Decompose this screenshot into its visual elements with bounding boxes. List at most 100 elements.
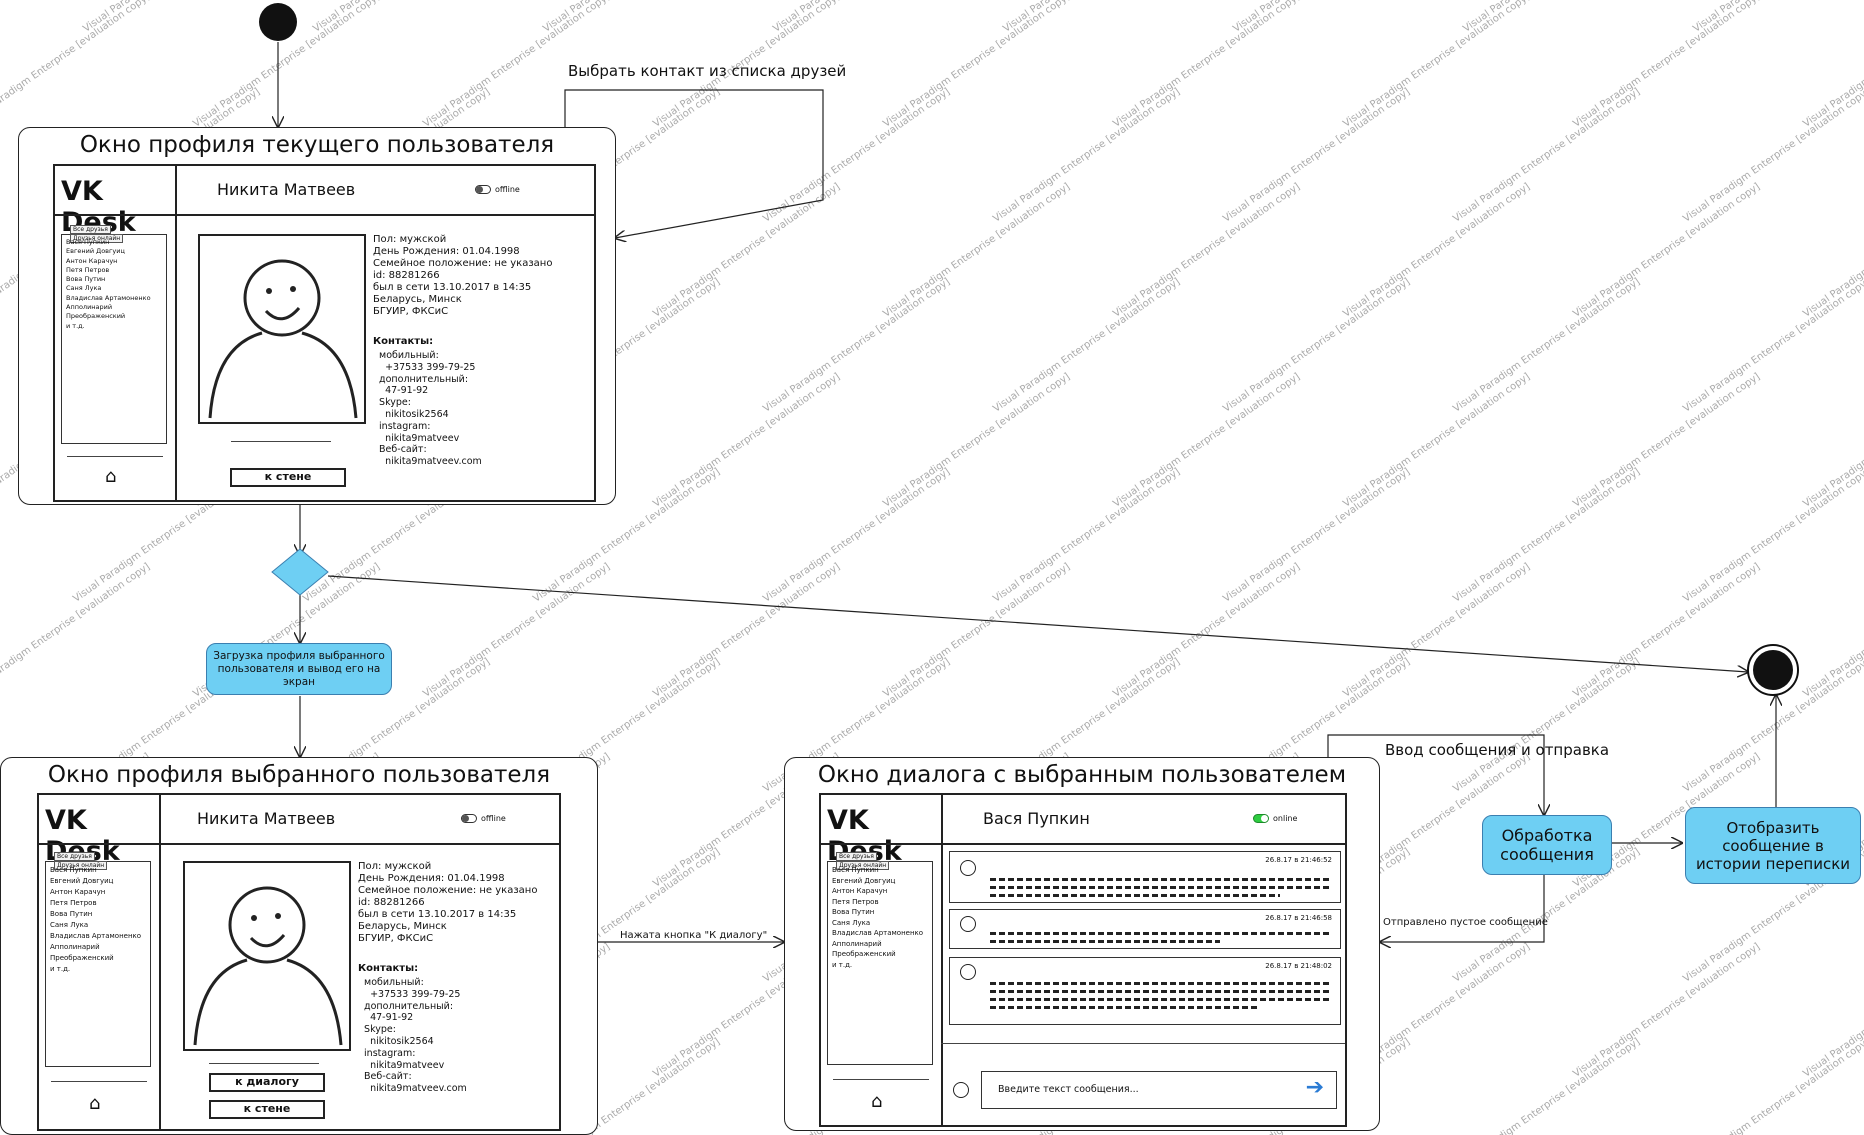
message-item: 26.8.17 в 21:48:02	[949, 957, 1341, 1025]
profile-header: Никита Матвеев offline	[175, 166, 594, 216]
app-mockup: VK Desk Все друзьяДрузья онлайн Вася Пуп…	[53, 164, 596, 502]
flow-choose-contact	[564, 89, 824, 238]
message-input[interactable]: Введите текст сообщения... ➔	[981, 1071, 1337, 1109]
status-toggle[interactable]	[461, 814, 477, 823]
friend-item[interactable]: Саня Лука	[66, 284, 102, 293]
message-input-placeholder: Введите текст сообщения...	[998, 1084, 1139, 1095]
friend-item[interactable]: Петя Петров	[66, 265, 110, 274]
friends-list[interactable]: Все друзьяДрузья онлайн Вася Пупкин Евге…	[45, 852, 151, 1067]
friend-item[interactable]: Антон Карачун	[50, 888, 106, 896]
action-show-message: Отобразить сообщение в истории переписки	[1685, 807, 1861, 884]
flow-input-message	[1327, 734, 1544, 815]
tab-all-friends[interactable]: Все друзья	[54, 852, 95, 861]
avatar-photo	[198, 234, 366, 424]
label-button-pressed: Нажата кнопка "К диалогу"	[620, 930, 768, 941]
frame-title: Окно диалога с выбранным пользователем	[817, 762, 1347, 788]
friend-item[interactable]: и т.д.	[832, 960, 853, 969]
friend-item[interactable]: Апполинарий Преображенский	[832, 939, 896, 959]
final-node-inner	[1753, 650, 1793, 690]
friend-item[interactable]: Вова Путин	[66, 275, 106, 284]
status-text: online	[1273, 814, 1298, 823]
friend-item[interactable]: Саня Лука	[50, 921, 89, 929]
friend-item[interactable]: Антон Карачун	[66, 256, 118, 265]
person-sketch-icon	[193, 886, 343, 1046]
frame-selected-profile: Окно профиля выбранного пользователя VK …	[0, 757, 598, 1135]
friend-item[interactable]: Апполинарий Преображенский	[66, 303, 126, 321]
friends-tabs[interactable]: Все друзьяДрузья онлайн	[54, 852, 150, 870]
user-avatar-icon	[960, 916, 976, 932]
friend-item[interactable]: Вася Пупкин	[50, 866, 97, 874]
friend-item[interactable]: Петя Петров	[832, 897, 879, 906]
friend-item[interactable]: Евгений Довгуиц	[50, 877, 114, 885]
contact-name: Вася Пупкин	[983, 809, 1090, 828]
friend-item[interactable]: Апполинарий Преображенский	[50, 943, 114, 962]
user-avatar-icon	[960, 860, 976, 876]
friend-item[interactable]: Владислав Артамоненко	[66, 293, 151, 302]
mock-sidebar: VK Desk Все друзьяДрузья онлайн Вася Пуп…	[55, 166, 177, 500]
friends-tabs[interactable]: Все друзьяДрузья онлайн	[836, 852, 932, 870]
tab-all-friends[interactable]: Все друзья	[70, 225, 111, 234]
status-toggle[interactable]	[475, 185, 491, 194]
tab-online-friends[interactable]: Друзья онлайн	[54, 861, 108, 870]
contacts-label: Контакты:	[373, 336, 434, 347]
friends-list[interactable]: Все друзьяДрузья онлайн Вася Пупкин Евге…	[61, 225, 167, 444]
app-mockup: VK Desk Все друзьяДрузья онлайн Вася Пуп…	[819, 793, 1347, 1127]
flow-decision-to-end	[327, 575, 1748, 672]
contacts-list: мобильный: +37533 399-79-25 дополнительн…	[379, 350, 482, 468]
friend-item[interactable]: Вова Путин	[832, 908, 875, 916]
send-arrow-icon[interactable]: ➔	[1305, 1075, 1324, 1100]
user-avatar-icon	[960, 964, 976, 980]
friend-item[interactable]: Вася Пупкин	[832, 866, 879, 874]
tab-online-friends[interactable]: Друзья онлайн	[70, 234, 124, 243]
to-wall-button[interactable]: к стене	[209, 1100, 325, 1119]
message-item: 26.8.17 в 21:46:58	[949, 909, 1341, 949]
person-sketch-icon	[208, 259, 358, 419]
status-text: offline	[495, 185, 520, 194]
mock-sidebar: VK Desk Все друзьяДрузья онлайн Вася Пуп…	[39, 795, 161, 1129]
label-empty-message: Отправлено пустое сообщение	[1383, 917, 1548, 928]
friend-names: Вася Пупкин Евгений Довгуиц Антон Карачу…	[50, 865, 150, 975]
home-icon[interactable]: ⌂	[105, 466, 117, 487]
frame-dialog: Окно диалога с выбранным пользователем V…	[784, 757, 1380, 1131]
friend-item[interactable]: Евгений Довгуиц	[832, 876, 896, 885]
contacts-label: Контакты:	[358, 963, 419, 974]
dialog-header: Вася Пупкин online	[941, 795, 1345, 845]
status-text: offline	[481, 814, 506, 823]
friend-item[interactable]: Вова Путин	[50, 910, 93, 918]
home-icon[interactable]: ⌂	[871, 1091, 883, 1112]
frame-title: Окно профиля текущего пользователя	[79, 132, 555, 158]
friend-item[interactable]: Владислав Артамоненко	[832, 929, 924, 937]
mock-sidebar: VK Desk Все друзьяДрузья онлайн Вася Пуп…	[821, 795, 943, 1125]
friend-item[interactable]: Вася Пупкин	[66, 238, 110, 246]
note-message-input: Ввод сообщения и отправка	[1385, 741, 1610, 759]
decision-node	[271, 548, 329, 596]
friends-tabs[interactable]: Все друзьяДрузья онлайн	[70, 225, 166, 243]
to-dialog-button[interactable]: к диалогу	[209, 1073, 325, 1092]
app-mockup: VK Desk Все друзьяДрузья онлайн Вася Пуп…	[37, 793, 561, 1131]
note-choose-contact: Выбрать контакт из списка друзей	[568, 62, 847, 80]
status-toggle[interactable]	[1253, 814, 1269, 823]
friend-names: Вася Пупкин Евгений Довгуиц Антон Карачу…	[66, 238, 166, 331]
action-process-message: Обработка сообщения	[1482, 815, 1612, 875]
message-time: 26.8.17 в 21:46:58	[1265, 914, 1332, 922]
friend-item[interactable]: и т.д.	[66, 321, 85, 330]
message-item: 26.8.17 в 21:46:52	[949, 851, 1341, 903]
friends-list[interactable]: Все друзьяДрузья онлайн Вася Пупкин Евге…	[827, 852, 933, 1065]
message-time: 26.8.17 в 21:46:52	[1265, 856, 1332, 864]
tab-online-friends[interactable]: Друзья онлайн	[836, 861, 890, 870]
initial-node	[259, 3, 297, 41]
user-name: Никита Матвеев	[197, 809, 336, 828]
friend-item[interactable]: Антон Карачун	[832, 887, 888, 895]
frame-current-profile: Окно профиля текущего пользователя VK De…	[18, 127, 616, 505]
friend-item[interactable]: Петя Петров	[50, 899, 97, 907]
friend-item[interactable]: Саня Лука	[832, 918, 871, 927]
friend-item[interactable]: Владислав Артамоненко	[50, 932, 142, 940]
flow-empty-message	[1380, 875, 1545, 942]
friend-item[interactable]: и т.д.	[50, 965, 71, 973]
home-icon[interactable]: ⌂	[89, 1093, 101, 1114]
to-wall-button[interactable]: к стене	[230, 468, 346, 487]
tab-all-friends[interactable]: Все друзья	[836, 852, 877, 861]
friend-item[interactable]: Евгений Довгуиц	[66, 247, 125, 256]
contacts-list: мобильный: +37533 399-79-25 дополнительн…	[364, 977, 467, 1095]
